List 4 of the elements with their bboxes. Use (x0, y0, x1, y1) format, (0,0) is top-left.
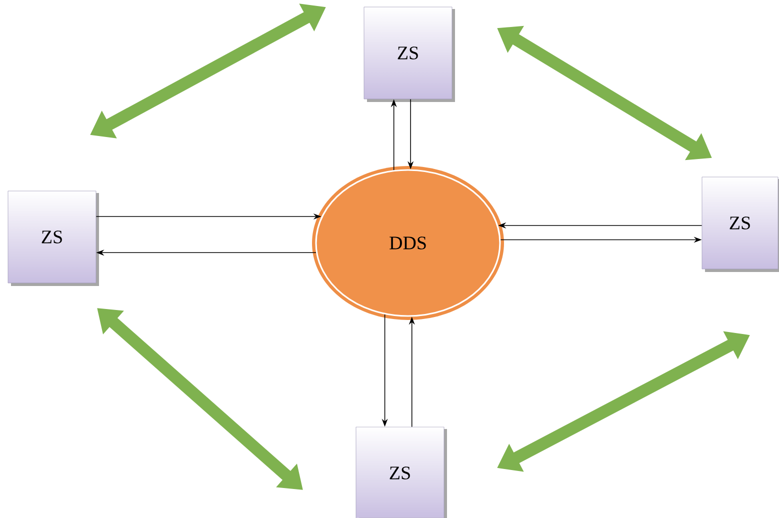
process-box: ZS (8, 190, 99, 286)
process-box: ZS (702, 176, 779, 272)
process-box: ZS (356, 426, 447, 518)
process-box: ZS (364, 6, 455, 102)
